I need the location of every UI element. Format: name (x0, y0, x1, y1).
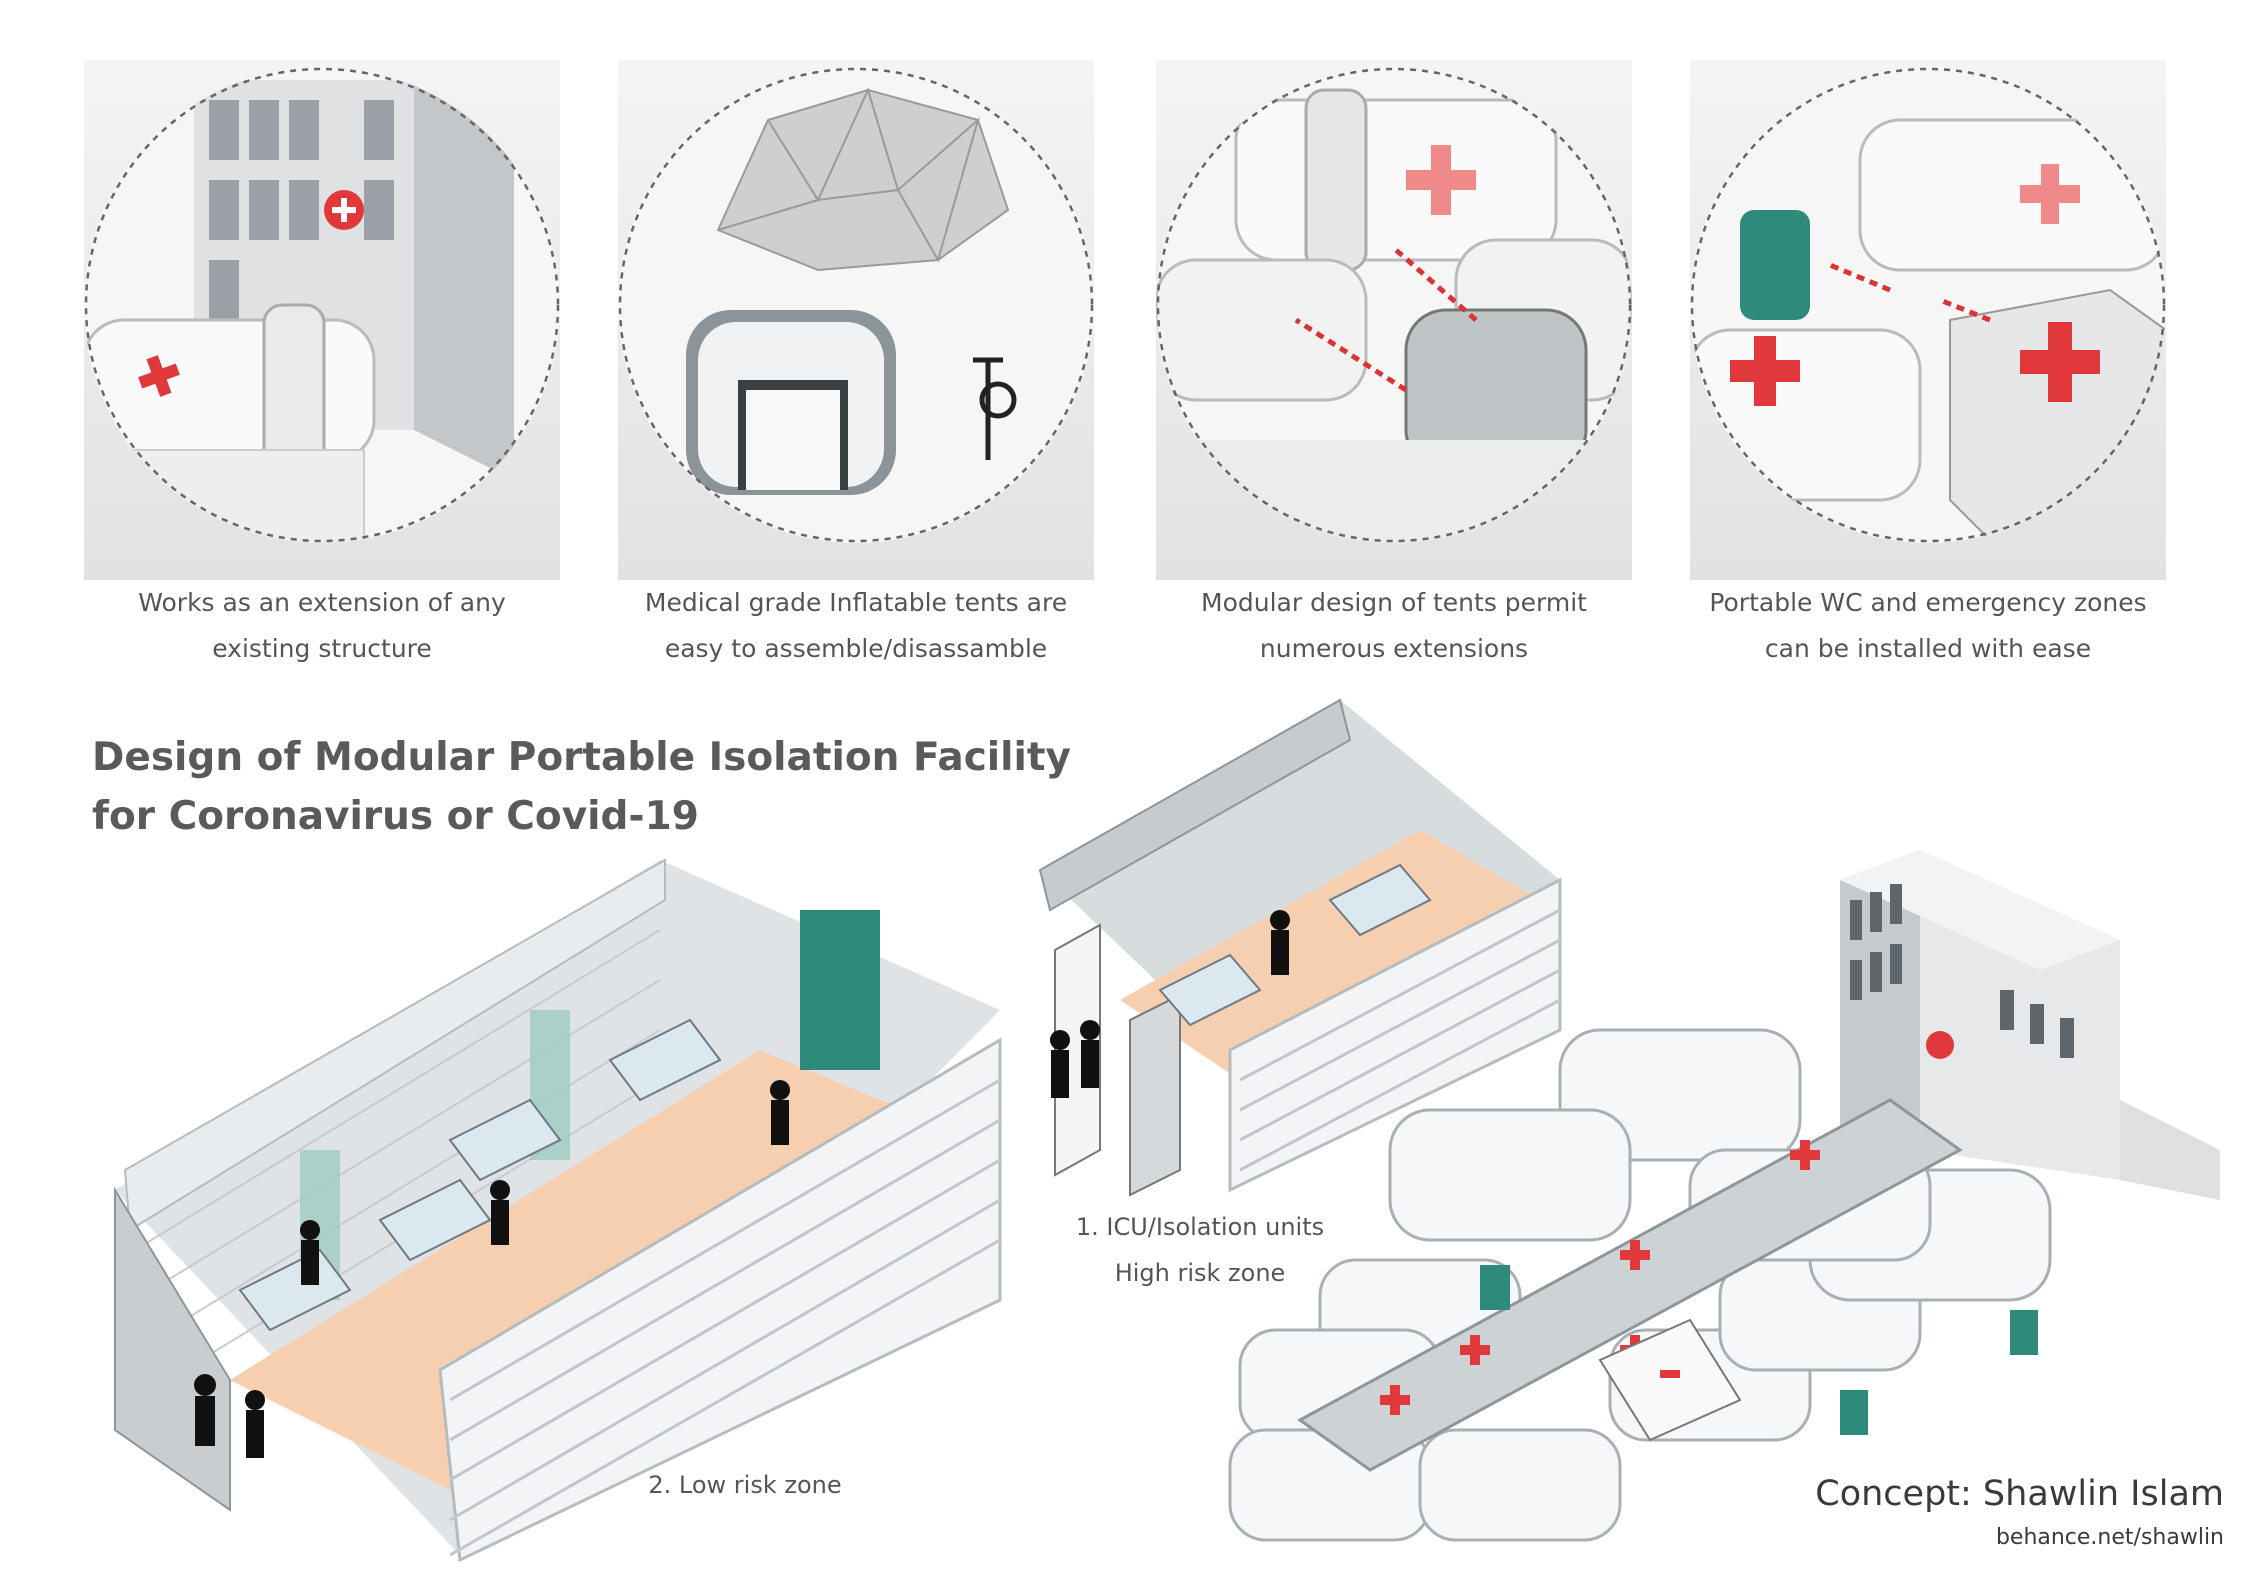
red-cross-icon (138, 355, 180, 397)
connector-corridor (1297, 1098, 1963, 1472)
caption-wc-emergency: Portable WC and emergency zones can be i… (1709, 588, 2147, 663)
patient-beds (238, 1018, 722, 1332)
red-cross-icon (2020, 164, 2080, 224)
floor (1120, 830, 1540, 1080)
panel-wc-emergency (1690, 60, 2166, 580)
low-risk-zone-tent (114, 858, 1002, 1563)
inflatable-tent-icon (686, 310, 896, 495)
page-title: Design of Modular Portable Isolation Fac… (92, 735, 1071, 839)
concept-credit: Concept: Shawlin Islam (1815, 1474, 2224, 1514)
portable-wc-icon (800, 910, 880, 1070)
caption-modular: Modular design of tents permit numerous … (1201, 588, 1587, 663)
people-silhouettes (194, 1080, 790, 1458)
portable-wc-icon (1740, 210, 1810, 320)
ambulance-icon (1598, 1318, 1742, 1442)
behance-url: behance.net/shawlin (1995, 1525, 2224, 1550)
red-cross-icon (1406, 145, 1476, 215)
panel-inflatable (618, 60, 1094, 580)
panel-modular (1156, 60, 1632, 580)
icu-zone-label: 1. ICU/Isolation units High risk zone (1075, 1213, 1325, 1287)
low-risk-zone-label: 2. Low risk zone (648, 1471, 842, 1499)
hospital-building-icon (194, 80, 514, 480)
deflated-tent-icon (716, 88, 1010, 272)
panel-extension (84, 60, 560, 580)
red-cross-icon (1730, 336, 1800, 406)
air-pump-icon (973, 357, 1017, 460)
caption-extension: Works as an extension of any existing st… (138, 588, 506, 663)
portable-wc-icon (1480, 1265, 2038, 1435)
caption-inflatable: Medical grade Inflatable tents are easy … (644, 588, 1068, 663)
hospital-building-icon (1840, 850, 2220, 1200)
